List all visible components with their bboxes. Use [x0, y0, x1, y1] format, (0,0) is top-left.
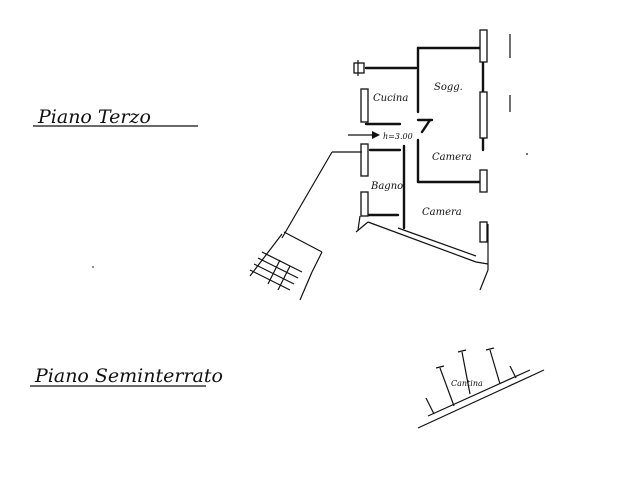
cantina-partition-1: [439, 367, 455, 407]
room-label-camera-1: Camera: [432, 152, 472, 163]
cantina-stub-1: [425, 397, 435, 415]
basement-floor-title: Piano Seminterrato: [34, 365, 223, 387]
stair-icon: [249, 151, 362, 301]
cantina-partition-2-cap: [457, 349, 467, 353]
window-bedroom-2: [479, 221, 488, 243]
bath-lower-left-stub: [357, 215, 361, 231]
speck: [526, 153, 528, 155]
cantina-partition-1-cap: [435, 365, 445, 369]
hall-door-swing: [420, 118, 432, 134]
room-label-soggiorno: Sogg.: [434, 82, 463, 93]
window-kitchen: [360, 88, 369, 123]
speck: [92, 266, 94, 268]
cantina-partition-3: [489, 349, 501, 385]
room-label-cucina: Cucina: [373, 93, 408, 104]
basement-title-group: Piano Seminterrato: [30, 365, 223, 387]
cantina-partition-3-cap: [485, 347, 495, 351]
window-living-top: [479, 29, 488, 63]
bedroom-2-lower-edge: [479, 269, 489, 291]
window-bath: [360, 143, 369, 177]
cantina-outer-wall: [417, 369, 545, 429]
cantina-inner-wall: [427, 369, 531, 417]
ground-floor-title: Piano Terzo: [37, 106, 151, 128]
bath-corner: [355, 221, 369, 233]
ground-floor-title-group: Piano Terzo: [33, 106, 198, 128]
window-bath-lower: [360, 191, 369, 217]
bedroom-2-diagonal-wall-b: [397, 227, 477, 257]
room-label-camera-2: Camera: [422, 207, 462, 218]
room-label-bagno: Bagno: [370, 181, 403, 192]
bedroom-2-diagonal-wall-a: [367, 221, 477, 263]
window-bedroom-1: [479, 169, 488, 193]
window-living-lower: [479, 91, 488, 139]
cantina-partition-2: [461, 351, 471, 395]
room-label-ingresso: h=3.00: [383, 132, 413, 141]
bedroom-2-corner: [475, 261, 489, 265]
basement-plan: Cantina: [417, 347, 545, 429]
cantina-partition-4: [509, 365, 517, 379]
kitchen-flue: [353, 62, 365, 74]
room-label-cantina: Cantina: [451, 379, 483, 388]
ground-floor-plan: Cucina Sogg. h=3.00 Camera Bagno Camera: [92, 29, 528, 301]
entrance-arrow-icon: [348, 131, 380, 139]
